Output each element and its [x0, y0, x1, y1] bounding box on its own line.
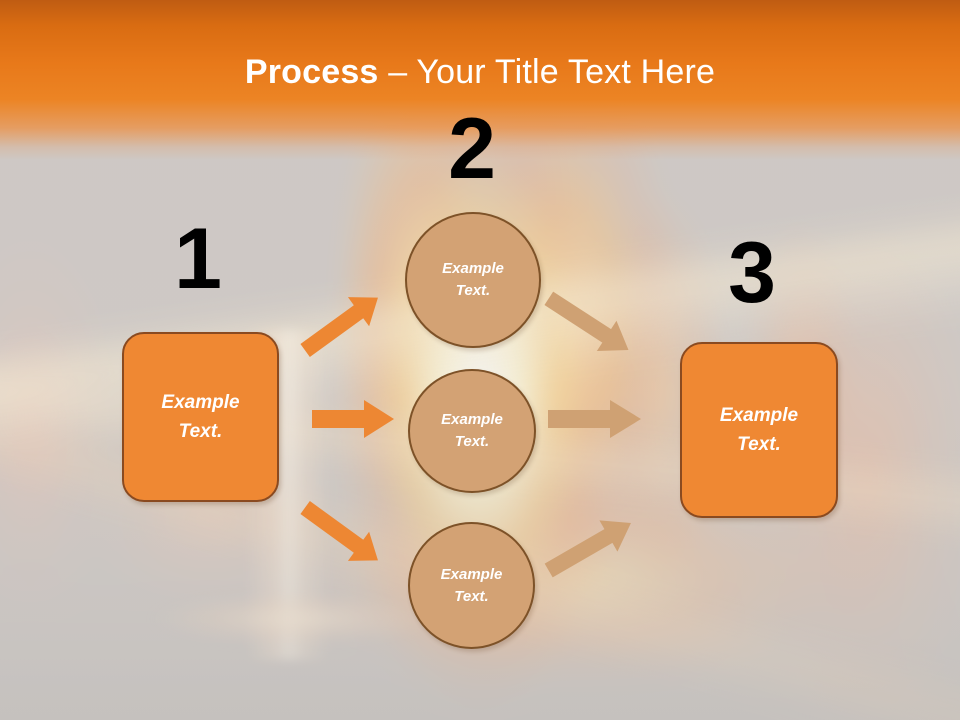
process-circle-top-label-line2: Text. — [455, 282, 491, 299]
process-circle-middle-label-line2: Text. — [454, 433, 490, 450]
step-number-1: 1 — [174, 211, 222, 307]
step-number-3: 3 — [728, 225, 776, 321]
process-box-input-label: Example Text. — [161, 388, 239, 446]
process-box-output-label: Example Text. — [720, 401, 798, 459]
title-band — [0, 0, 960, 160]
page-title-rest: – Your Title Text Here — [378, 53, 716, 91]
process-circle-middle-label: Example Text. — [441, 409, 503, 453]
page-title-bold: Process — [244, 53, 379, 91]
process-circle-top-label-line1: Example — [442, 260, 504, 277]
process-box-input[interactable]: Example Text. — [122, 332, 279, 502]
arrow-left-up-icon — [300, 297, 378, 357]
process-box-output-label-line2: Text. — [737, 434, 781, 455]
process-circle-top[interactable]: Example Text. — [405, 212, 541, 348]
process-box-input-label-line1: Example — [161, 392, 240, 413]
process-circle-bottom[interactable]: Example Text. — [408, 522, 535, 649]
process-circle-middle-label-line1: Example — [441, 411, 503, 428]
arrow-right-down-icon — [544, 291, 629, 351]
process-circle-bottom-label: Example Text. — [441, 564, 503, 608]
arrow-left-mid-icon — [312, 400, 394, 438]
page-title: Process – Your Title Text Here — [0, 52, 960, 92]
process-box-input-label-line2: Text. — [178, 421, 223, 442]
arrow-right-up-icon — [544, 520, 631, 578]
process-box-output-label-line1: Example — [719, 405, 799, 426]
process-circle-bottom-label-line2: Text. — [454, 587, 489, 605]
process-circle-bottom-label-line1: Example — [440, 565, 503, 583]
arrow-left-down-icon — [300, 501, 378, 561]
process-circle-top-label: Example Text. — [442, 258, 504, 302]
step-number-2: 2 — [448, 101, 496, 197]
process-circle-middle[interactable]: Example Text. — [408, 369, 536, 493]
process-box-output[interactable]: Example Text. — [680, 342, 838, 518]
arrow-right-mid-icon — [548, 400, 641, 438]
